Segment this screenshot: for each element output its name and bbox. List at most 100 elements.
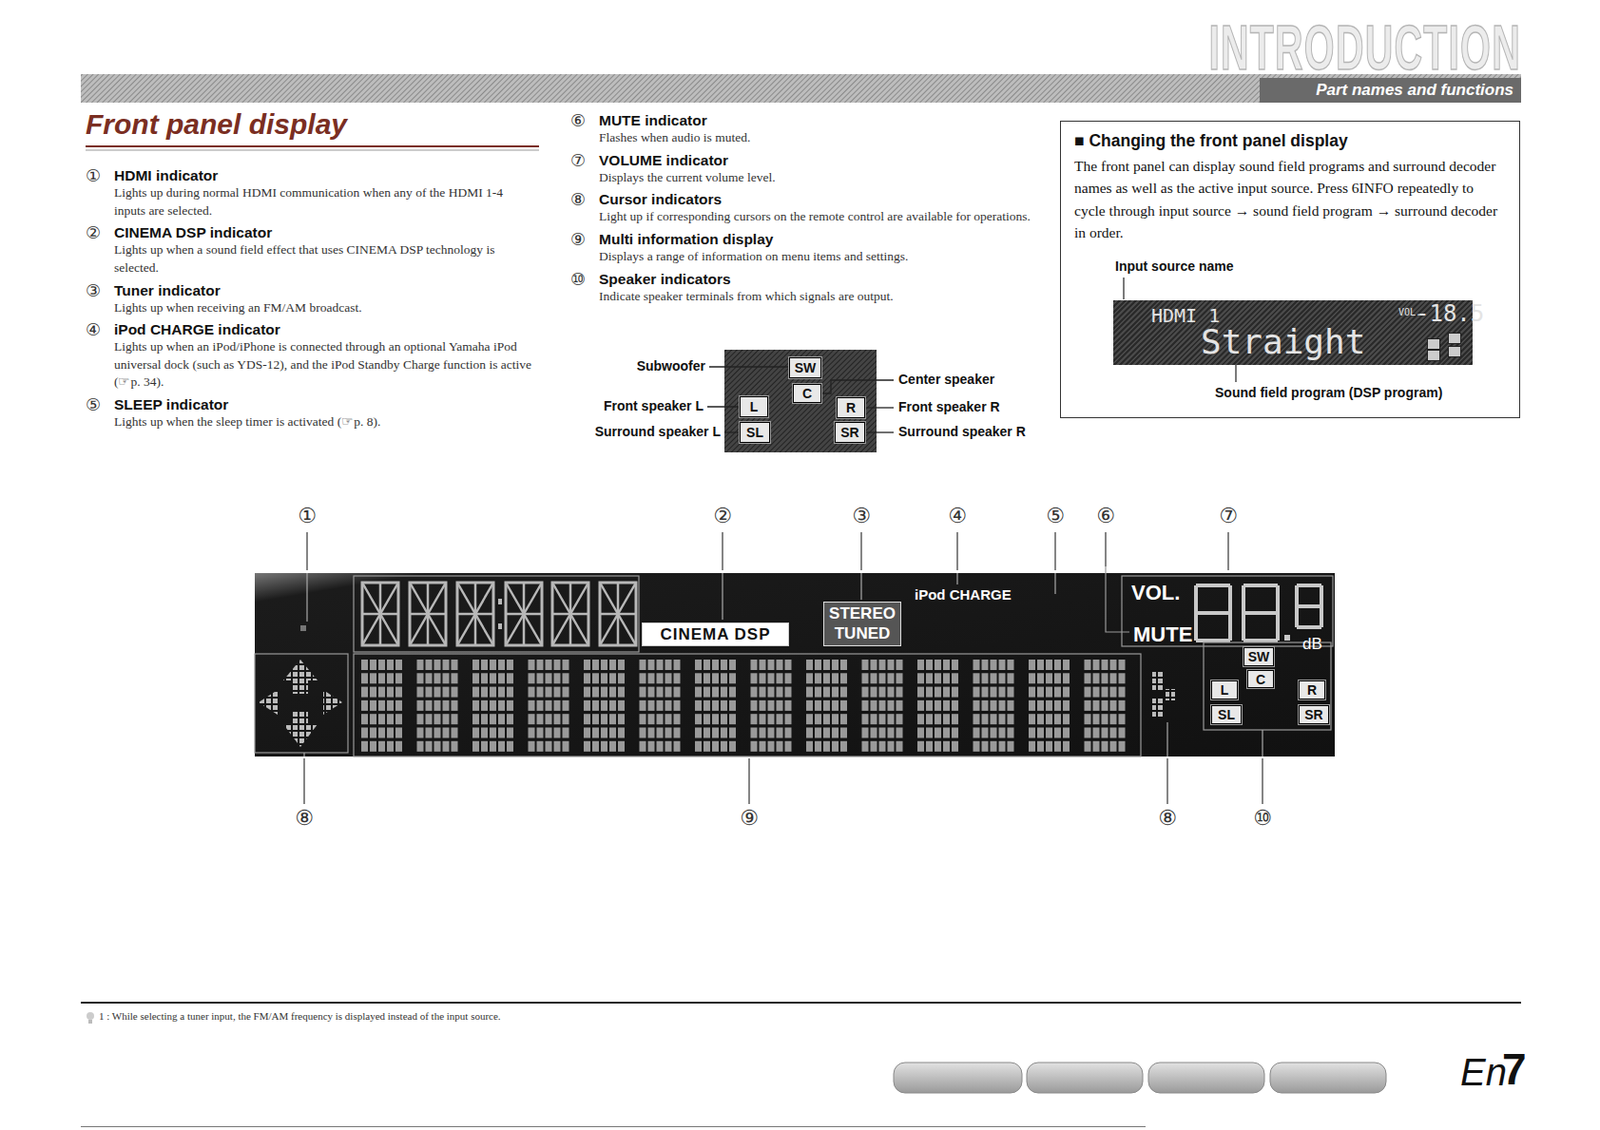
part-name: Sound field program (DSP program) xyxy=(1214,385,1443,401)
indicator-text: SW xyxy=(1248,650,1271,664)
display-segment xyxy=(814,700,822,712)
display-segment xyxy=(806,713,813,725)
display-segment xyxy=(720,713,728,725)
artwork-rect xyxy=(1152,671,1164,693)
display-segment xyxy=(990,713,998,725)
display-segment xyxy=(1118,673,1126,684)
display-segment xyxy=(785,700,792,712)
display-segment xyxy=(870,687,878,698)
display-segment xyxy=(887,728,895,739)
display-segment xyxy=(1110,700,1118,712)
display-segment xyxy=(1296,583,1322,588)
display-segment xyxy=(489,728,497,739)
artwork-rect xyxy=(353,654,1141,757)
display-segment xyxy=(434,687,442,698)
display-segment xyxy=(982,687,989,698)
display-segment xyxy=(751,659,758,671)
indicator-text: R xyxy=(846,401,856,415)
display-segment xyxy=(1093,659,1100,671)
display-segment xyxy=(1101,687,1109,698)
display-segment xyxy=(1101,659,1109,671)
display-segment xyxy=(814,687,822,698)
indicator-text: STEREO xyxy=(828,604,896,624)
display-segment xyxy=(1028,659,1036,671)
display-segment xyxy=(703,687,711,698)
display-segment xyxy=(417,687,425,698)
display-segment xyxy=(506,659,514,671)
indicator-text: SR xyxy=(1304,708,1323,722)
page-title: Front panel display xyxy=(85,108,347,141)
display-segment xyxy=(776,741,784,752)
display-segment xyxy=(489,659,497,671)
artwork-line xyxy=(1166,722,1168,757)
artwork-g xyxy=(304,573,1263,757)
display-segment xyxy=(545,673,553,684)
item-body: Flashes when audio is muted. xyxy=(598,129,1037,148)
indicator-text: SW xyxy=(794,361,817,375)
display-segment xyxy=(703,713,711,725)
item-heading: CINEMA DSP indicator xyxy=(114,224,538,242)
display-segment xyxy=(925,741,933,752)
display-segment xyxy=(759,741,767,752)
display-segment xyxy=(545,659,553,671)
artwork-rect xyxy=(254,654,348,753)
display-segment xyxy=(674,713,681,725)
display-segment xyxy=(674,687,681,698)
display-segment xyxy=(472,700,480,712)
display-segment xyxy=(1241,585,1246,641)
display-segment xyxy=(505,582,542,646)
display-segment xyxy=(554,673,561,684)
display-segment xyxy=(1084,700,1092,712)
display-segment xyxy=(451,728,459,739)
display-segment xyxy=(1028,687,1036,698)
display-segment xyxy=(505,582,542,646)
display-segment xyxy=(934,713,942,725)
display-segment xyxy=(917,713,925,725)
artwork-line xyxy=(306,532,308,571)
display-segment xyxy=(887,659,895,671)
artwork-circle xyxy=(86,1012,95,1021)
section-watermark: INTRODUCTION xyxy=(1208,11,1522,84)
display-segment xyxy=(973,673,981,684)
display-segment xyxy=(999,659,1006,671)
display-segment xyxy=(1007,741,1015,752)
display-segment xyxy=(562,728,570,739)
display-segment xyxy=(583,673,591,684)
display-segment xyxy=(1028,728,1036,739)
indicator-text: SR xyxy=(840,425,859,440)
callout-number: ① xyxy=(297,503,317,528)
display-segment xyxy=(674,728,681,739)
artwork-rect xyxy=(1270,1062,1387,1094)
display-segment xyxy=(729,741,736,752)
description-item: ⑩Speaker indicatorsIndicate speaker term… xyxy=(570,270,1037,307)
display-segment xyxy=(806,673,813,684)
display-segment xyxy=(870,741,878,752)
display-segment xyxy=(609,713,617,725)
display-segment xyxy=(862,659,869,671)
display-segment xyxy=(896,687,904,698)
display-segment xyxy=(943,673,950,684)
artwork-polygon xyxy=(258,690,278,715)
display-segment xyxy=(489,700,497,712)
display-segment xyxy=(814,741,822,752)
display-segment xyxy=(840,659,848,671)
display-segment xyxy=(369,741,377,752)
speaker-indicator: R xyxy=(1298,680,1326,700)
display-segment xyxy=(694,673,702,684)
display-segment xyxy=(378,741,386,752)
display-segment xyxy=(665,728,673,739)
display-segment xyxy=(592,687,599,698)
display-segment xyxy=(378,687,386,698)
display-segment xyxy=(729,728,736,739)
display-segment xyxy=(386,700,394,712)
speaker-indicator: R xyxy=(836,397,866,419)
display-segment xyxy=(1110,741,1118,752)
artwork-line xyxy=(748,758,750,805)
display-segment xyxy=(1045,741,1053,752)
display-segment xyxy=(814,728,822,739)
display-segment xyxy=(361,700,368,712)
display-segment xyxy=(720,700,728,712)
display-segment xyxy=(982,728,989,739)
item-body: Displays the current volume level. xyxy=(598,169,1037,188)
box-heading: ■ Changing the front panel display xyxy=(1074,131,1506,152)
